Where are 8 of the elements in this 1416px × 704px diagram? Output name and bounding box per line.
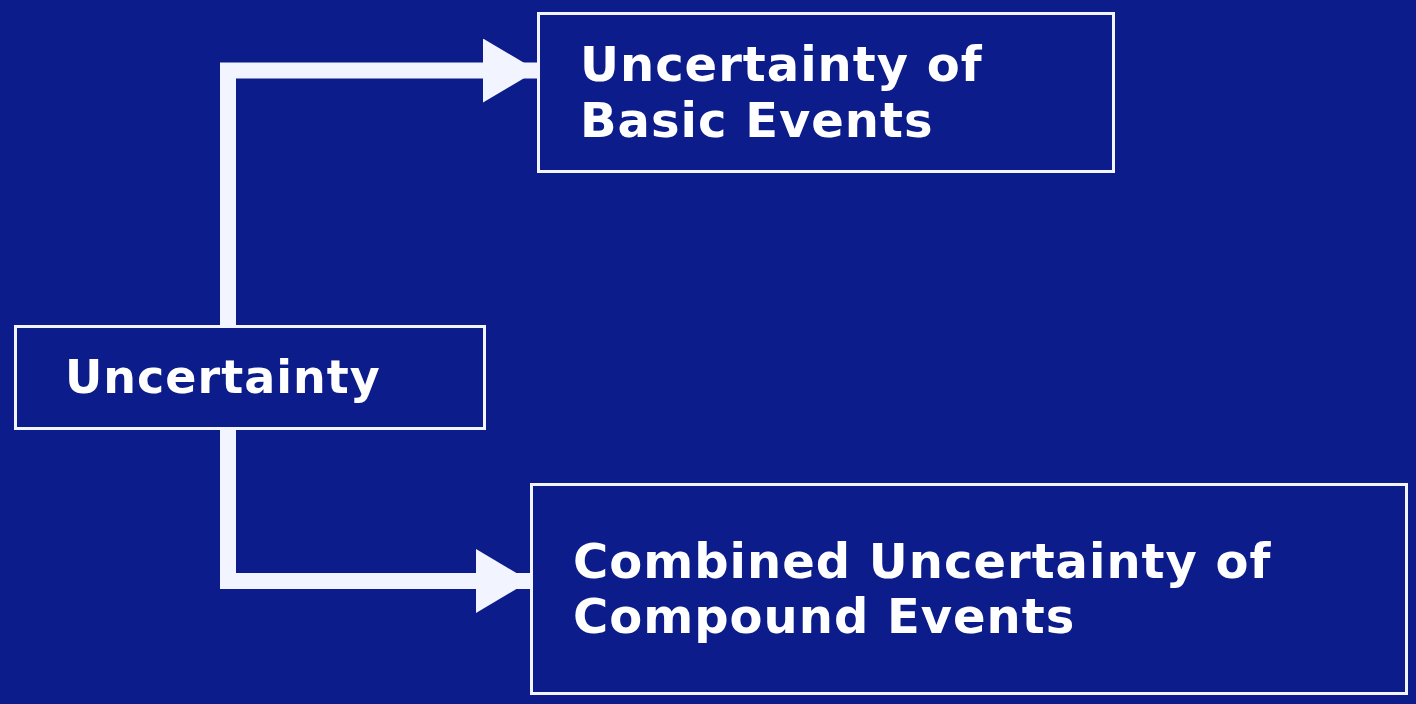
box-label: Uncertainty [65, 351, 382, 404]
arrow [220, 38, 537, 325]
process-box [537, 12, 1115, 173]
arrow [220, 430, 530, 613]
box-label: Combined Uncertainty of Compound Events [573, 533, 1273, 645]
process-box [530, 483, 1408, 695]
process-box [14, 325, 486, 430]
box-label: Uncertainty of Basic Events [580, 37, 984, 148]
